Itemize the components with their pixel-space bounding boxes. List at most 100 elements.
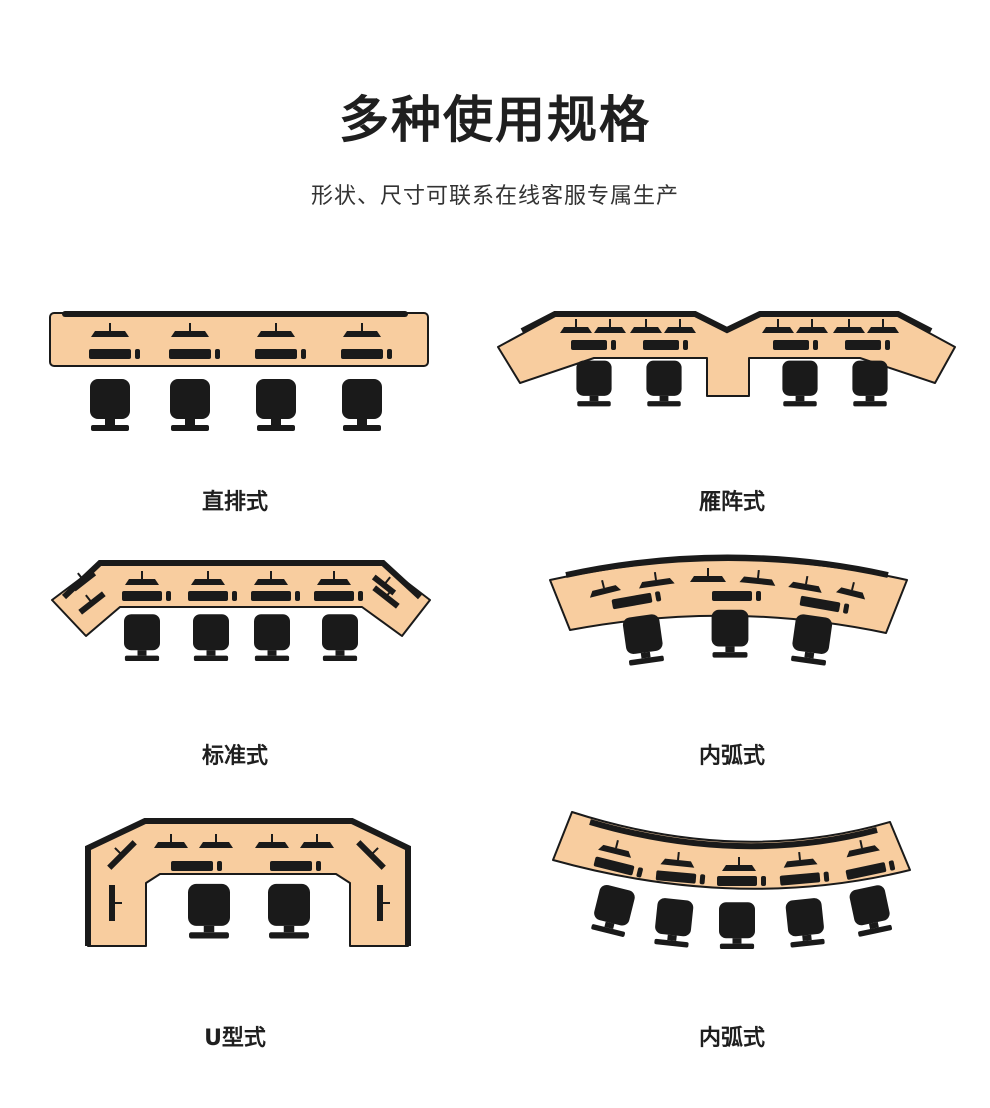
monitor-icon	[91, 323, 129, 337]
chair-icon	[193, 614, 229, 661]
chair-icon	[256, 379, 296, 431]
monitor-icon	[317, 571, 351, 585]
keyboard-icon	[270, 861, 321, 871]
keyboard-icon	[171, 861, 222, 871]
monitor-icon	[788, 575, 822, 593]
keyboard-icon	[779, 871, 830, 886]
monitor-icon	[867, 319, 899, 333]
monitor-icon	[154, 834, 188, 848]
chair-icon	[90, 379, 130, 431]
keyboard-icon	[799, 595, 850, 614]
chair-icon	[170, 379, 210, 431]
chair-icon	[188, 883, 230, 939]
monitor-icon	[255, 834, 289, 848]
chair-icon	[254, 614, 290, 661]
monitor-icon	[594, 319, 626, 333]
monitor-icon	[739, 569, 776, 586]
monitor-icon	[257, 323, 295, 337]
monitor-icon	[589, 579, 621, 598]
layout-label-wild-goose: 雁阵式	[698, 490, 765, 515]
monitor-icon	[796, 319, 828, 333]
chair-icon	[791, 614, 833, 666]
monitor-icon	[125, 571, 159, 585]
monitor-icon	[199, 834, 233, 848]
desk-edge	[589, 819, 878, 850]
keyboard-icon	[341, 349, 392, 359]
side-monitor-icon	[107, 840, 137, 870]
monitor-icon	[762, 319, 794, 333]
side-monitor-icon	[377, 885, 390, 921]
monitor-icon	[630, 319, 662, 333]
keyboard-icon	[611, 591, 662, 610]
page-subtitle: 形状、尺寸可联系在线客服专属生产	[310, 184, 679, 209]
layout-label-u-shape: U型式	[204, 1026, 266, 1051]
desk-edge	[85, 818, 411, 946]
keyboard-icon	[122, 591, 171, 601]
chair-icon	[268, 883, 310, 939]
monitor-icon	[783, 851, 818, 868]
keyboard-icon	[712, 591, 761, 601]
chair-icon	[646, 360, 682, 407]
desk-edge	[520, 311, 933, 334]
desk-edge	[565, 554, 889, 578]
layout-label-standard: 标准式	[201, 744, 268, 769]
monitor-icon	[690, 568, 726, 582]
keyboard-icon	[188, 591, 237, 601]
keyboard-icon	[773, 340, 818, 350]
keyboard-icon	[571, 340, 616, 350]
keyboard-icon	[255, 349, 306, 359]
chair-icon	[576, 360, 612, 407]
keyboard-icon	[717, 876, 766, 886]
monitor-icon	[254, 571, 288, 585]
monitor-icon	[343, 323, 381, 337]
chair-icon	[654, 898, 694, 948]
desk-edge	[62, 311, 408, 317]
keyboard-icon	[593, 856, 643, 878]
monitor-icon	[660, 851, 695, 868]
monitor-icon	[191, 571, 225, 585]
side-monitor-icon	[109, 885, 122, 921]
monitor-icon	[835, 581, 866, 600]
keyboard-icon	[845, 340, 890, 350]
side-monitor-icon	[71, 570, 97, 592]
layout-label-inner-arc-a: 内弧式	[698, 744, 765, 769]
layout-label-straight: 直排式	[201, 490, 268, 515]
keyboard-icon	[169, 349, 220, 359]
side-monitor-icon	[356, 840, 386, 870]
chair-icon	[124, 614, 160, 661]
page-title: 多种使用规格	[339, 91, 651, 149]
chair-icon	[591, 884, 635, 937]
monitor-icon	[639, 571, 675, 589]
monitor-icon	[722, 857, 756, 871]
side-monitor-icon	[78, 591, 106, 615]
monitor-icon	[846, 839, 880, 858]
monitor-icon	[833, 319, 865, 333]
side-monitor-icon	[372, 585, 400, 609]
keyboard-icon	[655, 870, 706, 885]
keyboard-icon	[251, 591, 300, 601]
monitor-icon	[598, 839, 632, 858]
chair-icon	[622, 614, 664, 666]
layout-label-inner-arc-b: 内弧式	[698, 1026, 765, 1051]
keyboard-icon	[643, 340, 688, 350]
chair-icon	[711, 609, 749, 658]
keyboard-icon	[89, 349, 140, 359]
chair-icon	[785, 898, 825, 948]
side-monitor-icon	[371, 574, 397, 596]
monitor-icon	[171, 323, 209, 337]
chair-icon	[782, 360, 818, 407]
chair-icon	[849, 885, 893, 937]
chair-icon	[852, 360, 888, 407]
monitor-icon	[560, 319, 592, 333]
chair-icon	[342, 379, 382, 431]
keyboard-icon	[845, 860, 896, 880]
keyboard-icon	[314, 591, 363, 601]
monitor-icon	[300, 834, 334, 848]
monitor-icon	[664, 319, 696, 333]
chair-icon	[719, 902, 755, 949]
chair-icon	[322, 614, 358, 661]
